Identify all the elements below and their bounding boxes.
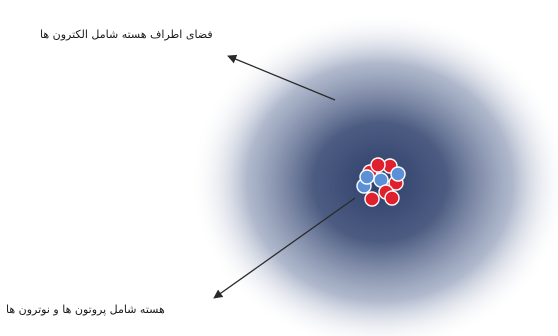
neutron-particle [359,169,375,185]
nucleus-arrow [213,197,356,299]
nucleus-label: هسته شامل پروتون ها و نوترون ها [6,303,165,316]
electron-cloud-arrow [227,54,336,101]
nucleus [356,157,406,207]
neutron-particle [390,166,406,182]
electron-cloud-label: فضای اطراف هسته شامل الکترون ها [40,28,213,41]
proton-particle [370,157,386,173]
proton-particle [364,191,380,207]
proton-particle [384,190,400,206]
